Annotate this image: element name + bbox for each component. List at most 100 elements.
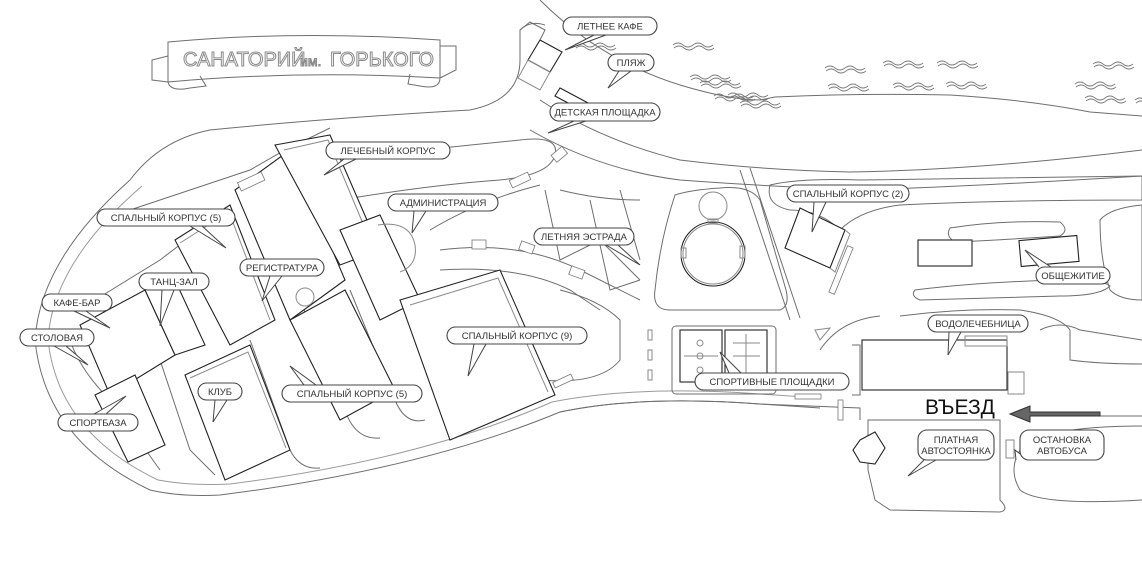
wave-mark xyxy=(936,60,979,69)
callout-text-sports-grounds: СПОРТИВНЫЕ ПЛОЩАДКИ xyxy=(709,377,834,388)
wave-mark xyxy=(689,74,732,83)
entrance-arrow-icon xyxy=(1008,405,1101,423)
wave-mark xyxy=(1084,95,1127,104)
callout-hydrotherapy: ВОДОЛЕЧЕБНИЦА xyxy=(927,314,1029,356)
path-diagonal-east xyxy=(739,169,791,321)
callout-box xyxy=(533,227,635,246)
callout-box xyxy=(927,314,1029,333)
callout-text-bus-stop-line1: ОСТАНОВКА xyxy=(1033,435,1092,446)
callout-box xyxy=(96,208,236,227)
wave-mark xyxy=(892,82,935,91)
wave-mark xyxy=(1074,81,1117,90)
registry-rotunda xyxy=(295,287,315,307)
stairs-stage-1 xyxy=(518,240,536,255)
callout-text-beach: ПЛЯЖ xyxy=(617,58,646,69)
entrance-label: ВЪЕЗД xyxy=(925,396,995,419)
promenade-north xyxy=(539,99,1142,173)
building-hydrotherapy xyxy=(861,339,1008,391)
callout-pointer xyxy=(547,120,587,134)
territory-inner-south-edge xyxy=(47,185,821,485)
callout-text-playground: ДЕТСКАЯ ПЛОЩАДКА xyxy=(554,108,656,119)
callout-box xyxy=(281,384,423,403)
callout-text-administration: АДМИНИСТРАЦИЯ xyxy=(400,198,487,209)
water-waves xyxy=(574,42,1142,109)
lawn-east-strip-2 xyxy=(912,279,1111,301)
callout-pointer xyxy=(212,399,228,423)
callout-box xyxy=(41,293,113,312)
callout-text-dance-hall: ТАНЦ-ЗАЛ xyxy=(150,277,197,288)
callout-pointer xyxy=(1024,249,1052,268)
entrance: ВЪЕЗД xyxy=(925,396,1101,423)
stage-entrance-east xyxy=(739,245,746,259)
wave-mark xyxy=(824,65,867,74)
callout-text-cafe-bar: КАФЕ-БАР xyxy=(54,298,101,309)
callout-box xyxy=(57,413,139,432)
wave-mark xyxy=(672,42,715,51)
callout-sports-grounds: СПОРТИВНЫЕ ПЛОЩАДКИ xyxy=(694,351,850,391)
callout-pointer xyxy=(53,345,89,366)
callout-box xyxy=(239,258,325,277)
wave-mark xyxy=(882,60,925,69)
callout-pointer xyxy=(605,244,641,266)
stairs-admin-north xyxy=(508,171,532,189)
callout-text-summer-stage: ЛЕТНЯЯ ЭСТРАДА xyxy=(541,232,628,243)
building-dorm-9-inner xyxy=(409,277,549,393)
callout-text-canteen: СТОЛОВАЯ xyxy=(31,333,83,344)
east-buildings xyxy=(784,207,1080,396)
traffic-island xyxy=(814,327,832,341)
barrier-2 xyxy=(837,399,844,421)
callout-pointer xyxy=(289,365,317,386)
hydrotherapy-side xyxy=(852,344,861,396)
callout-treatment-building: ЛЕЧЕБНЫЙ КОРПУС xyxy=(323,141,451,176)
building-hydrotherapy-wing xyxy=(1007,371,1025,395)
territory xyxy=(34,22,1142,496)
callout-text-registry: РЕГИСТРАТУРА xyxy=(246,263,319,274)
callout-dance-hall: ТАНЦ-ЗАЛ xyxy=(138,272,210,327)
callout-text-dorm-building-2: СПАЛЬНЫЙ КОРПУС (2) xyxy=(793,188,904,200)
callout-box xyxy=(197,382,243,401)
wave-mark xyxy=(827,83,870,92)
callout-pointer xyxy=(564,34,607,51)
callout-dorm-building-2: СПАЛЬНЫЙ КОРПУС (2) xyxy=(786,184,910,233)
barrier-1 xyxy=(794,393,822,400)
callout-box xyxy=(917,429,995,461)
callout-text-dorm-building-5-top: СПАЛЬНЫЙ КОРПУС (5) xyxy=(111,212,222,224)
parking-area xyxy=(852,419,1142,513)
road-south xyxy=(559,400,861,420)
building-hostel xyxy=(1018,234,1080,268)
callout-box xyxy=(694,372,850,391)
callout-box xyxy=(446,326,588,345)
callout-playground: ДЕТСКАЯ ПЛОЩАДКА xyxy=(547,102,661,134)
callout-text-sports-base: СПОРТБАЗА xyxy=(69,418,127,429)
road-east-curve xyxy=(819,315,881,351)
callout-box xyxy=(1019,429,1105,461)
callout-summer-stage: ЛЕТНЯЯ ЭСТРАДА xyxy=(533,227,641,266)
stairs-playground xyxy=(550,145,569,163)
callout-dorm-building-9: СПАЛЬНЫЙ КОРПУС (9) xyxy=(446,326,588,377)
callout-text-hostel: ОБЩЕЖИТИЕ xyxy=(1041,271,1104,282)
banner-right-tail xyxy=(439,45,457,79)
callout-text-summer-cafe: ЛЕТНЕЕ КАФЕ xyxy=(577,22,643,33)
building-club-inner xyxy=(189,351,287,449)
bench-1 xyxy=(647,329,653,341)
summer-stage-area xyxy=(680,191,746,287)
callout-pointer xyxy=(411,210,427,234)
callout-box xyxy=(1035,266,1111,285)
building-treatment-inner xyxy=(283,139,375,251)
path-lawn-stage xyxy=(544,189,641,281)
callout-text-paid-parking-line1: ПЛАТНАЯ xyxy=(934,435,979,446)
stairs-dorm-2 xyxy=(828,245,854,295)
building-summer-cafe-annex xyxy=(517,59,551,91)
callout-box xyxy=(325,141,451,160)
building-east-1 xyxy=(917,239,973,267)
admin-stair-curve xyxy=(377,223,416,273)
parking-booth xyxy=(852,431,886,465)
basketball-hoop-top xyxy=(696,339,704,347)
bench-3 xyxy=(647,369,653,381)
cafe-pier xyxy=(519,21,546,41)
building-hydrotherapy-annex xyxy=(964,335,1008,347)
building-club xyxy=(184,344,291,481)
callout-cafe-bar: КАФЕ-БАР xyxy=(41,293,113,329)
